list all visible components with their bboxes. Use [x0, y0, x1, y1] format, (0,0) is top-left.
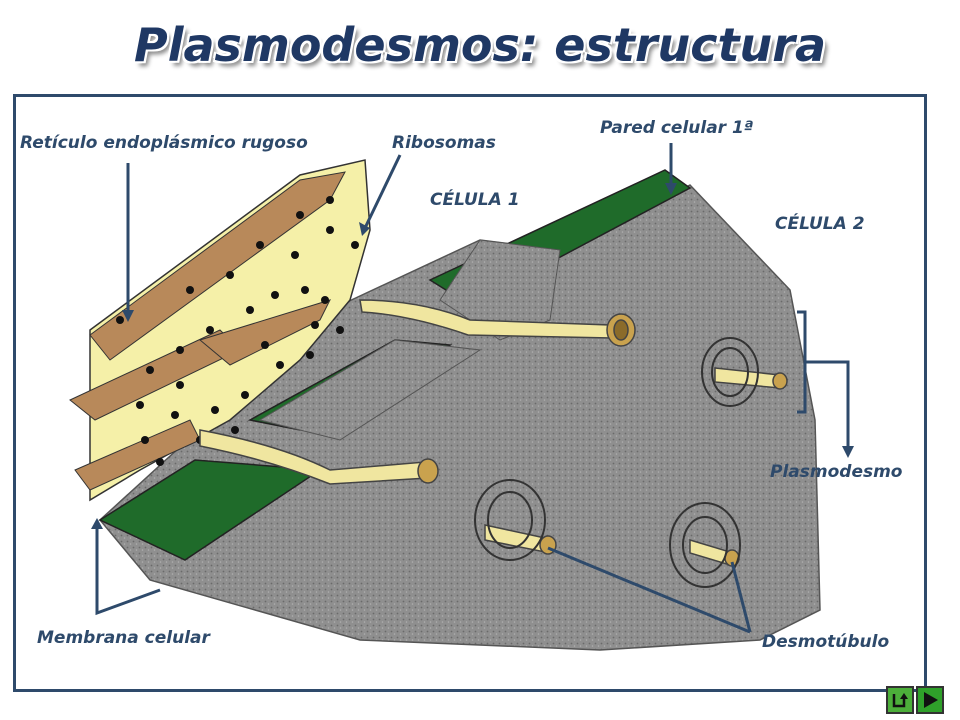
label-reticulo: Retículo endoplásmico rugoso — [20, 133, 308, 153]
er-lumen-tip — [198, 299, 331, 366]
er-membrane — [89, 159, 371, 502]
label-ribosomas: Ribosomas — [392, 133, 496, 153]
label-plasmodesmo: Plasmodesmo — [770, 462, 903, 482]
diagram-frame — [13, 94, 927, 692]
annotation-arrows — [95, 143, 850, 634]
label-membrana: Membrana celular — [37, 628, 210, 648]
next-button[interactable] — [916, 686, 944, 714]
plasmodesma-pores — [474, 337, 759, 588]
arrow-heads — [91, 183, 854, 529]
label-desmotubulo: Desmotúbulo — [762, 632, 890, 652]
play-icon — [924, 692, 938, 708]
desmotubules — [199, 299, 788, 567]
ribosomes — [116, 196, 359, 466]
label-celula-2: CÉLULA 2 — [775, 214, 865, 234]
return-button[interactable] — [886, 686, 914, 714]
page-title: Plasmodesmos: estructura — [134, 18, 826, 72]
cell-1-slab-middle — [258, 339, 482, 441]
label-celula-1: CÉLULA 1 — [430, 190, 520, 210]
return-icon — [892, 693, 908, 708]
er-lumen-upper — [89, 171, 346, 361]
label-pared-celular: Pared celular 1ª — [600, 118, 754, 138]
